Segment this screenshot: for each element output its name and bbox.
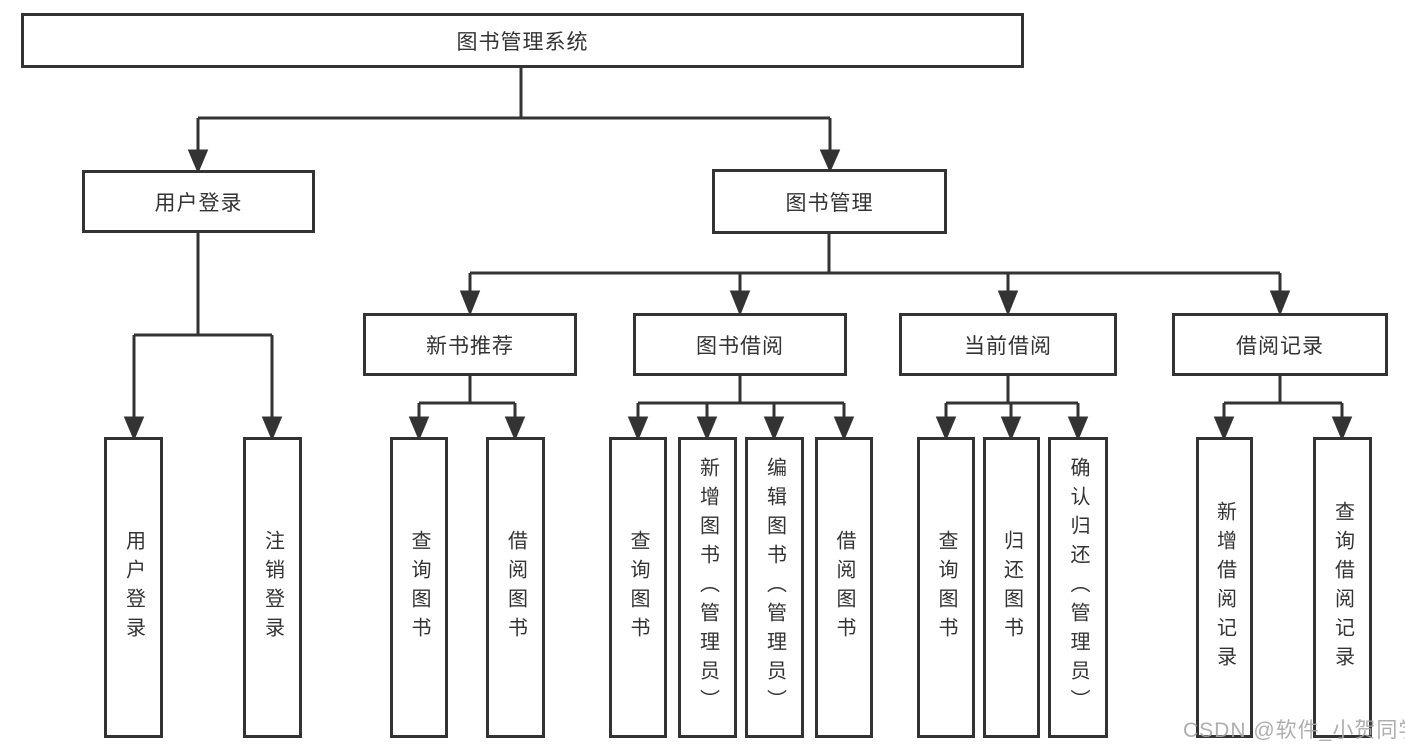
connector-borrow-record-branch [1213, 376, 1353, 441]
node-root-system: 图书管理系统 [21, 13, 1024, 68]
leaf-new-book-borrow-label: 借阅图书 [504, 529, 527, 646]
leaf-logout: 注销登录 [243, 437, 302, 738]
connector-root-branch [187, 68, 841, 174]
node-user-login-label: 用户登录 [154, 191, 243, 215]
leaf-current-confirm-admin-label: 确认归还（管理员） [1067, 457, 1089, 718]
leaf-new-book-query-label: 查询图书 [408, 529, 430, 646]
connector-book-mgmt-branch [459, 234, 1291, 317]
leaf-record-add: 新增借阅记录 [1196, 437, 1253, 738]
node-new-book-label: 新书推荐 [426, 334, 514, 358]
leaf-current-query-label: 查询图书 [935, 529, 957, 646]
leaf-borrow-edit-admin: 编辑图书（管理员） [745, 437, 804, 738]
leaf-record-add-label: 新增借阅记录 [1213, 500, 1236, 675]
leaf-logout-label: 注销登录 [261, 529, 284, 646]
node-book-mgmt-label: 图书管理 [785, 191, 874, 215]
leaf-borrow-edit-admin-label: 编辑图书（管理员） [763, 457, 786, 718]
leaf-user-login-label: 用户登录 [122, 529, 145, 646]
leaf-current-query: 查询图书 [917, 437, 975, 738]
node-book-mgmt: 图书管理 [712, 169, 947, 234]
leaf-borrow-book: 借阅图书 [815, 437, 873, 738]
leaf-new-book-query: 查询图书 [390, 437, 448, 738]
node-new-book: 新书推荐 [363, 313, 577, 376]
node-user-login: 用户登录 [82, 170, 315, 233]
node-root-system-label: 图书管理系统 [456, 30, 589, 54]
leaf-current-confirm-admin: 确认归还（管理员） [1048, 437, 1108, 738]
leaf-borrow-add-admin: 新增图书（管理员） [678, 437, 737, 738]
node-borrow-record-label: 借阅记录 [1236, 334, 1324, 358]
leaf-current-return-label: 归还图书 [1000, 529, 1023, 646]
leaf-user-login: 用户登录 [104, 437, 163, 738]
leaf-borrow-query: 查询图书 [609, 437, 667, 738]
leaf-new-book-borrow: 借阅图书 [486, 437, 545, 738]
connector-user-login-branch [123, 233, 283, 441]
leaf-borrow-query-label: 查询图书 [627, 529, 649, 646]
leaf-borrow-add-admin-label: 新增图书（管理员） [696, 457, 719, 718]
leaf-record-query: 查询借阅记录 [1313, 437, 1372, 738]
node-current-borrow: 当前借阅 [899, 313, 1117, 376]
connector-new-book-branch [408, 376, 526, 441]
csdn-watermark: CSDN @软件_小贺同学 [1183, 719, 1405, 742]
connector-current-borrow-branch [935, 376, 1089, 441]
node-current-borrow-label: 当前借阅 [964, 334, 1052, 358]
leaf-borrow-book-label: 借阅图书 [833, 529, 855, 646]
connector-book-borrow-branch [627, 376, 855, 441]
leaf-current-return: 归还图书 [983, 437, 1040, 738]
node-borrow-record: 借阅记录 [1172, 313, 1388, 376]
node-book-borrow-label: 图书借阅 [696, 334, 784, 358]
node-book-borrow: 图书借阅 [633, 313, 847, 376]
leaf-record-query-label: 查询借阅记录 [1331, 500, 1354, 675]
